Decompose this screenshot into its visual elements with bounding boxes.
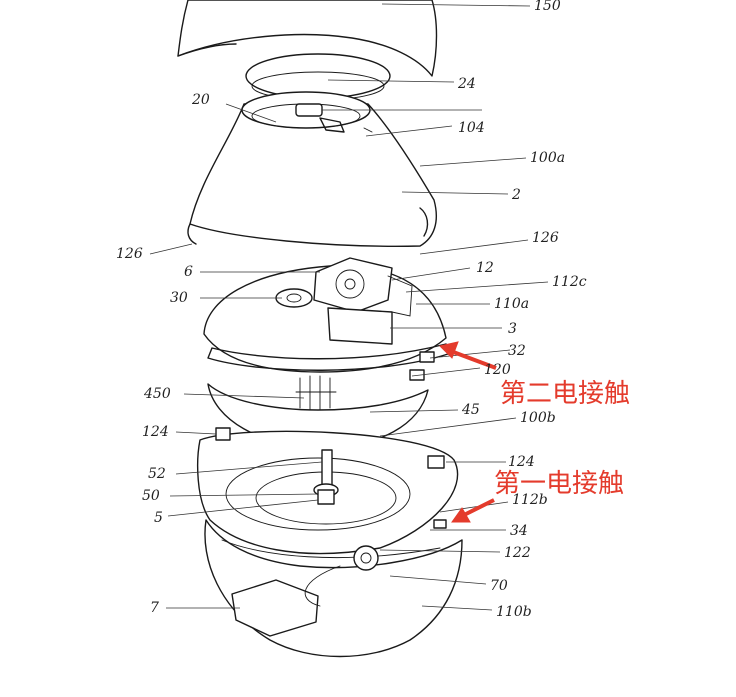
label-124-left: 124 [142,424,169,440]
label-126-right: 126 [532,230,559,246]
annotation-second-contact: 第二电接触 [500,379,630,409]
annotation-first-contact: 第一电接触 [494,469,624,499]
label-120: 120 [484,362,511,378]
label-45: 45 [461,402,480,418]
label-12: 12 [476,260,494,276]
label-110b: 110b [496,604,532,620]
label-30: 30 [170,290,188,306]
label-112b: 112b [512,492,548,508]
ring-frame-shape [197,427,459,555]
label-100b: 100b [520,410,556,426]
label-52: 52 [148,466,166,482]
label-34: 34 [510,523,528,539]
arrow-second-contact [439,341,497,370]
arrow-first-contact [451,498,495,523]
label-450: 450 [143,386,171,402]
top-lid-shape [177,0,438,77]
upper-bowl-shape [187,91,438,247]
label-5: 5 [154,510,163,526]
label-100a: 100a [530,150,565,166]
label-7: 7 [150,600,159,616]
label-50: 50 [142,488,160,504]
label-20: 20 [191,92,210,108]
label-104: 104 [458,120,485,136]
label-126-left: 126 [116,246,143,262]
label-32: 32 [508,343,526,359]
label-122: 122 [504,545,531,561]
label-6: 6 [184,264,193,280]
label-112c: 112c [552,274,587,290]
label-3: 3 [508,321,517,337]
label-24: 24 [457,76,476,92]
label-70: 70 [490,578,508,594]
mid-housing-shape [203,257,449,381]
label-2: 2 [511,187,521,203]
leader-lines [149,3,549,611]
label-124-right: 124 [508,454,535,470]
label-150: 150 [534,0,561,14]
base-shell-shape [204,519,463,658]
label-110a: 110a [494,296,529,312]
